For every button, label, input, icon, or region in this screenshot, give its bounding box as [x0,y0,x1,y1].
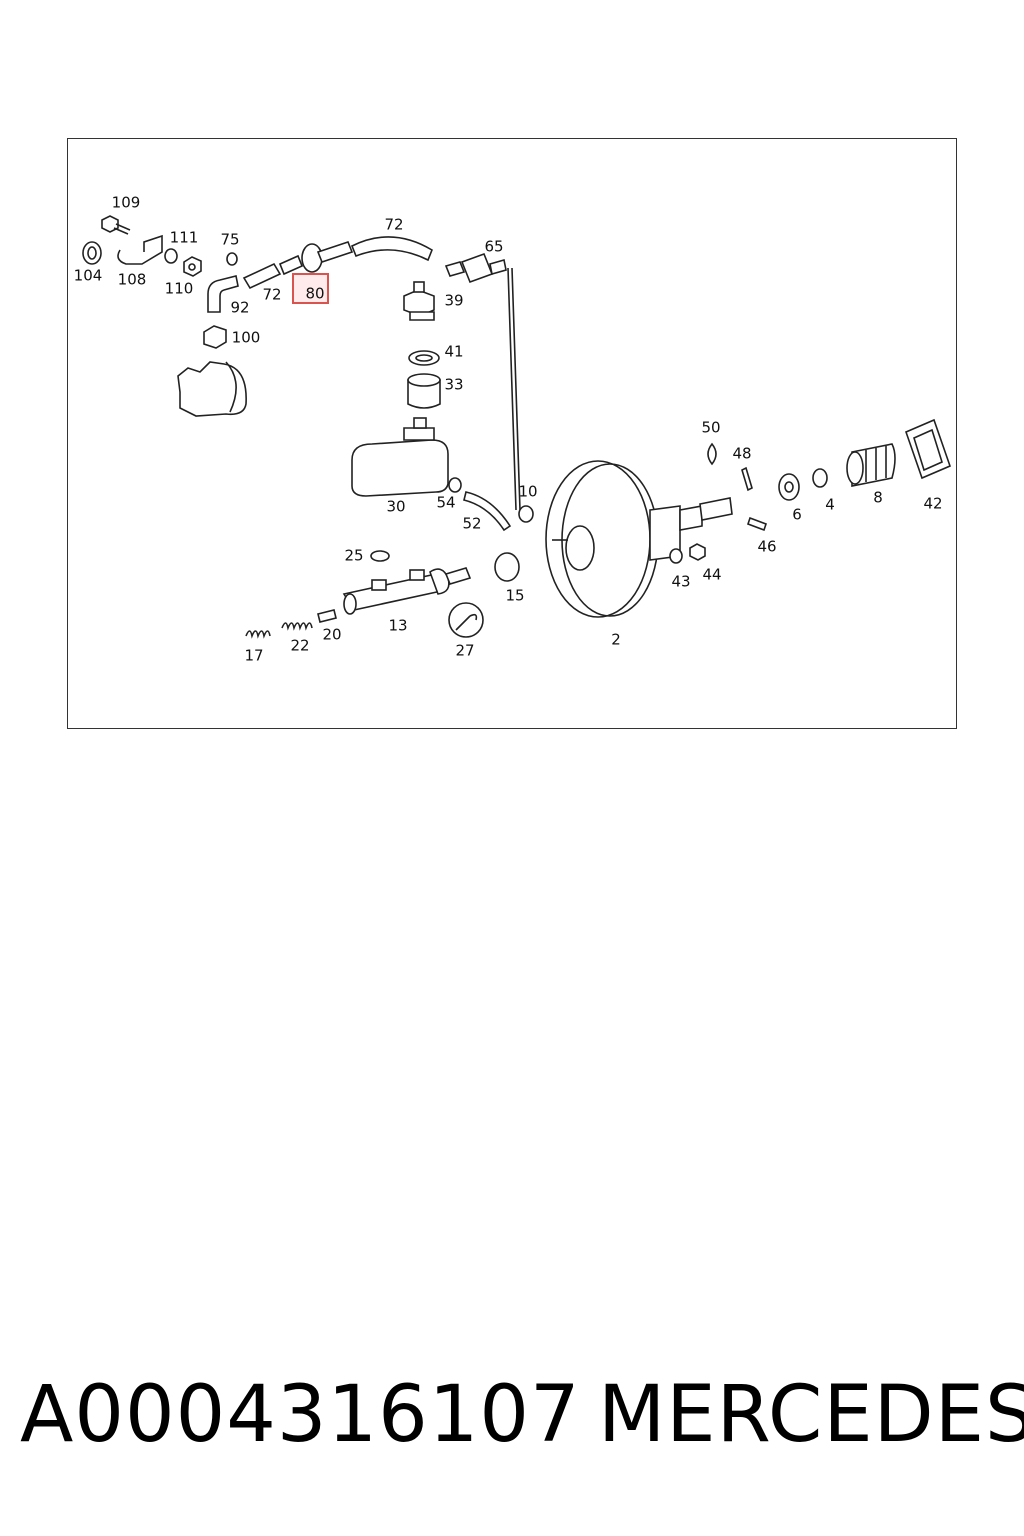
oring-15 [494,552,520,582]
callout-6: 6 [792,505,802,524]
washer-104 [82,241,102,265]
callout-52: 52 [462,514,482,533]
callout-100: 100 [231,328,261,347]
callout-109: 109 [111,193,141,212]
diagram-frame [67,138,957,729]
nut-100 [203,325,227,349]
callout-8: 8 [873,488,883,507]
callout-2: 2 [611,630,621,649]
brake-booster-2 [545,460,733,618]
caption-bar: A0004316107 MERCEDES [0,1370,1024,1470]
hose-72-long [350,236,433,262]
callout-4: 4 [825,495,835,514]
seal-41 [408,350,440,366]
bolt-109 [101,215,131,235]
part-number: A0004316107 [20,1370,581,1460]
callout-39: 39 [444,291,464,310]
fitting-65 [444,252,507,284]
ring-4 [812,468,828,488]
callout-108: 108 [117,270,147,289]
callout-30: 30 [386,497,406,516]
grommet-10 [518,505,534,523]
callout-10: 10 [518,482,538,501]
callout-17: 17 [244,646,264,665]
plug-25 [370,550,390,562]
tool-symbol-27 [448,602,484,638]
callout-72-short: 72 [262,285,282,304]
callout-50: 50 [701,418,721,437]
engine-housing [177,361,247,417]
nut-44 [689,543,706,561]
clamp-54 [448,477,462,493]
callout-65: 65 [484,237,504,256]
vacuum-line [507,267,521,511]
callout-42: 42 [923,494,943,513]
callout-41: 41 [444,342,464,361]
boot-8 [846,443,896,487]
callout-111: 111 [169,228,199,247]
callout-27: 27 [455,641,475,660]
spring-17 [245,630,271,639]
callout-104: 104 [73,266,103,285]
callout-33: 33 [444,375,464,394]
callout-92: 92 [230,298,250,317]
bushing-6 [778,473,800,501]
callout-110: 110 [164,279,194,298]
callout-13: 13 [388,616,408,635]
callout-72-long: 72 [384,215,404,234]
gasket-42 [904,418,952,480]
callout-22: 22 [290,636,310,655]
hose-52 [463,491,512,532]
callout-20: 20 [322,625,342,644]
filter-33 [407,373,441,409]
callout-25: 25 [344,546,364,565]
callout-48: 48 [732,444,752,463]
callout-46: 46 [757,537,777,556]
brand-name: MERCEDES [598,1370,1024,1460]
washer-111 [164,248,178,264]
callout-43: 43 [671,572,691,591]
pin-50 [707,442,717,466]
callout-75: 75 [220,230,240,249]
check-valve-80 [278,241,354,276]
callout-80[interactable]: 80 [305,284,325,303]
washer-43 [669,548,683,564]
highlight-box-80[interactable] [292,273,329,304]
elbow-92 [207,275,239,313]
master-cylinder-13 [342,567,472,615]
callout-54: 54 [436,493,456,512]
clip-75 [226,252,238,266]
reservoir-30 [351,417,449,497]
valve-20 [317,609,337,623]
cotter-pin-48 [741,466,753,492]
nut-110 [183,256,202,277]
hose-72-short [242,262,282,290]
callout-15: 15 [505,586,525,605]
cap-39 [403,281,435,321]
bracket-108 [117,234,163,265]
callout-44: 44 [702,565,722,584]
spring-22 [281,622,313,631]
bolt-46 [746,516,768,532]
